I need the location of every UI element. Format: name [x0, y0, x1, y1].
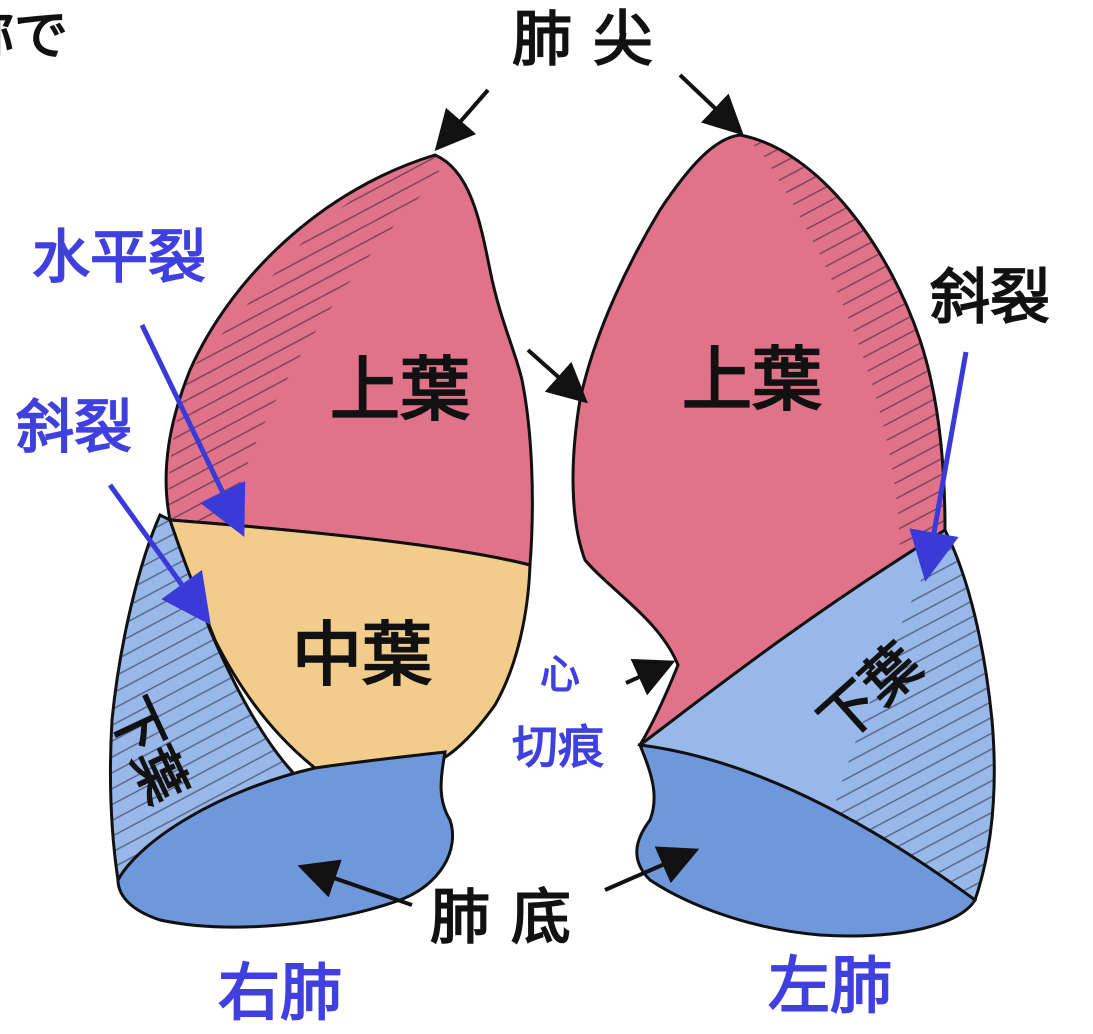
partial-title: 称で: [0, 8, 68, 62]
right-lung-label: 右肺: [218, 962, 342, 1024]
apex-label: 肺 尖: [512, 10, 653, 70]
right-upper-lobe-label: 上葉: [330, 355, 470, 425]
cardiac-notch-arrow: [626, 664, 668, 683]
cardiac-notch-label-line2: 切痕: [512, 724, 604, 770]
apex-arrow-left-lung: [680, 75, 738, 130]
middle-lobe-label: 中葉: [292, 620, 432, 690]
oblique-fissure-left-label: 斜裂: [930, 268, 1050, 328]
oblique-fissure-right-label: 斜裂: [16, 398, 132, 456]
horizontal-fissure-label: 水平裂: [32, 228, 206, 286]
base-label: 肺 底: [430, 888, 571, 948]
apex-arrow-right-lung: [440, 90, 488, 145]
mediastinal-border-arrow: [528, 350, 582, 398]
left-upper-lobe-label: 上葉: [682, 345, 822, 415]
left-lung-label: 左肺: [768, 955, 892, 1017]
cardiac-notch-label-line1: 心: [540, 655, 580, 695]
